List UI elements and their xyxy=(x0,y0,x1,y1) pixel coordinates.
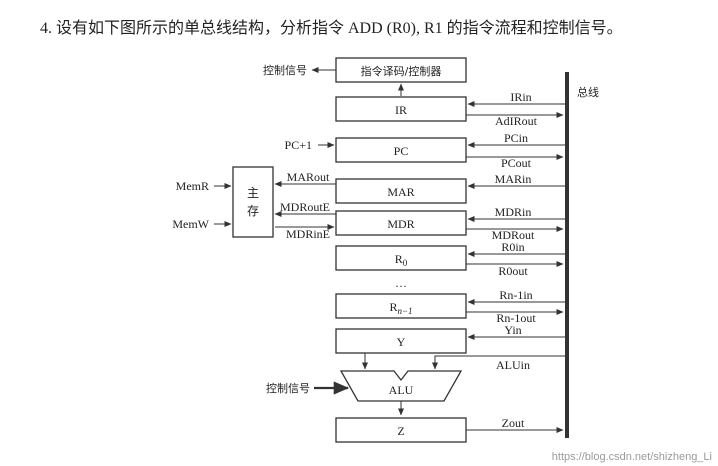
bus-label: 总线 xyxy=(577,85,599,99)
mem-read-label: MemR xyxy=(176,179,209,193)
mdr-out-label: MDRout xyxy=(492,228,535,242)
pc-in-label: PCin xyxy=(504,131,528,145)
rn1-label: Rn−1 xyxy=(389,300,412,316)
pc-out-label: PCout xyxy=(501,156,532,170)
pc-label: PC xyxy=(394,144,409,158)
y-box xyxy=(335,328,467,354)
r0-box xyxy=(335,245,467,271)
pc-box xyxy=(335,137,467,163)
z-label: Z xyxy=(397,424,404,438)
alu-label: ALU xyxy=(389,383,414,397)
mar-to-memory-label: MARout xyxy=(287,170,330,184)
bus-line xyxy=(565,72,569,438)
control-signal-label: 控制信号 xyxy=(263,63,307,77)
ir-in-label: IRin xyxy=(510,90,531,104)
watermark: https://blog.csdn.net/shizheng_Li xyxy=(552,451,712,463)
mem-write-label: MemW xyxy=(172,217,209,231)
r0-out-label: R0out xyxy=(498,264,528,278)
alu-control-label: 控制信号 xyxy=(266,381,310,395)
rn1-in-label: Rn-1in xyxy=(499,288,532,302)
alu-shape xyxy=(339,370,463,402)
control-unit-label: 指令译码/控制器 xyxy=(361,64,442,78)
memory-to-mdr-label: MDRinE xyxy=(286,227,330,241)
mar-in-label: MARin xyxy=(495,172,532,186)
ir-label: IR xyxy=(395,103,407,117)
main-memory-label-bottom: 存 xyxy=(247,204,259,218)
question-number: 4. xyxy=(40,20,52,37)
rn1-box xyxy=(335,293,467,319)
main-memory-box xyxy=(232,166,274,238)
ir-out-label: AdIRout xyxy=(495,114,538,128)
r0-label: R0 xyxy=(395,252,408,268)
r0-in-label: R0in xyxy=(501,240,524,254)
mdr-box xyxy=(335,210,467,236)
mdr-in-label: MDRin xyxy=(495,205,532,219)
question-text: 4. 设有如下图所示的单总线结构，分析指令 ADD (R0), R1 的指令流程… xyxy=(40,14,710,38)
register-ellipsis: … xyxy=(395,276,407,290)
mar-box xyxy=(335,178,467,204)
alu-in-label: ALUin xyxy=(496,358,530,372)
mar-label: MAR xyxy=(387,185,414,199)
mdr-to-memory-label: MDRoutE xyxy=(280,200,330,214)
pc-increment-label: PC+1 xyxy=(285,138,312,152)
rn1-out-label: Rn-1out xyxy=(496,311,536,325)
alu-in-line xyxy=(432,355,565,370)
y-in-label: Yin xyxy=(504,323,521,337)
main-memory-label-top: 主 xyxy=(247,186,259,200)
mdr-label: MDR xyxy=(387,217,414,231)
question-body: 设有如下图所示的单总线结构，分析指令 ADD (R0), R1 的指令流程和控制… xyxy=(56,20,623,37)
y-label: Y xyxy=(397,335,406,349)
ir-box xyxy=(335,96,467,122)
z-out-label: Zout xyxy=(502,416,525,430)
